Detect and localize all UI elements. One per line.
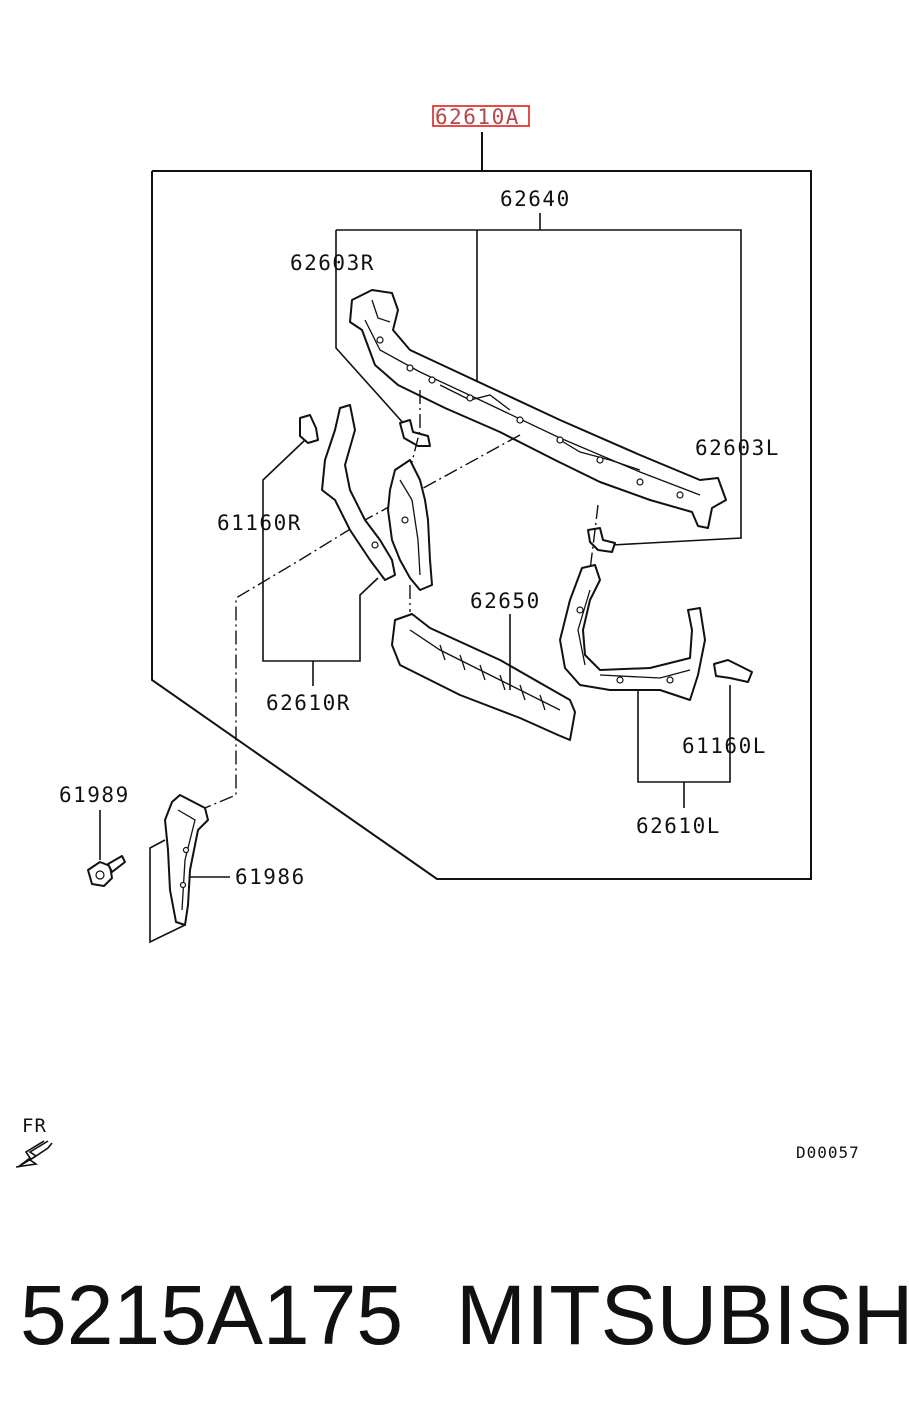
leader-62603R [335, 230, 406, 426]
alignment-line-3 [589, 504, 599, 571]
upper-radiator-support [349, 289, 727, 529]
label-61160L[interactable]: 61160L [682, 734, 767, 758]
pillar-62610R [321, 404, 433, 591]
label-61989[interactable]: 61989 [59, 783, 130, 807]
assembly-boundary [151, 170, 812, 880]
bracket-61986 [149, 839, 186, 944]
bolt-61989-part [87, 855, 126, 887]
bracket-62640 [336, 229, 742, 546]
fr-label: FR [22, 1115, 47, 1137]
front-arrow-icon [15, 1140, 53, 1168]
label-62610L[interactable]: 62610L [636, 814, 721, 838]
hood-bracket-61986 [164, 794, 209, 926]
bracket-62603R-part [399, 419, 431, 447]
alignment-line-1 [409, 390, 421, 471]
assembly-label-group[interactable]: 62610A [432, 105, 530, 129]
label-62650[interactable]: 62650 [470, 589, 541, 613]
support-61160R-part [299, 414, 319, 444]
assembly-highlight-box [432, 105, 530, 127]
label-62603R[interactable]: 62603R [290, 251, 375, 275]
label-61160R[interactable]: 61160R [217, 511, 302, 535]
footer-caption: 5215A175 MITSUBISHI [20, 1265, 909, 1365]
part-number: 5215A175 [20, 1268, 404, 1362]
label-62610R[interactable]: 62610R [266, 691, 351, 715]
support-61160L-part [713, 659, 753, 683]
diagram-code: D00057 [796, 1143, 860, 1162]
label-62640[interactable]: 62640 [500, 187, 571, 211]
label-61986[interactable]: 61986 [235, 865, 306, 889]
lower-support-62650 [391, 613, 576, 741]
leader-61160R [262, 439, 379, 662]
pillar-62610L [559, 564, 706, 701]
brand-name: MITSUBISHI [456, 1268, 909, 1362]
label-62603L[interactable]: 62603L [695, 436, 780, 460]
label-62610A[interactable]: 62610A [435, 105, 520, 129]
